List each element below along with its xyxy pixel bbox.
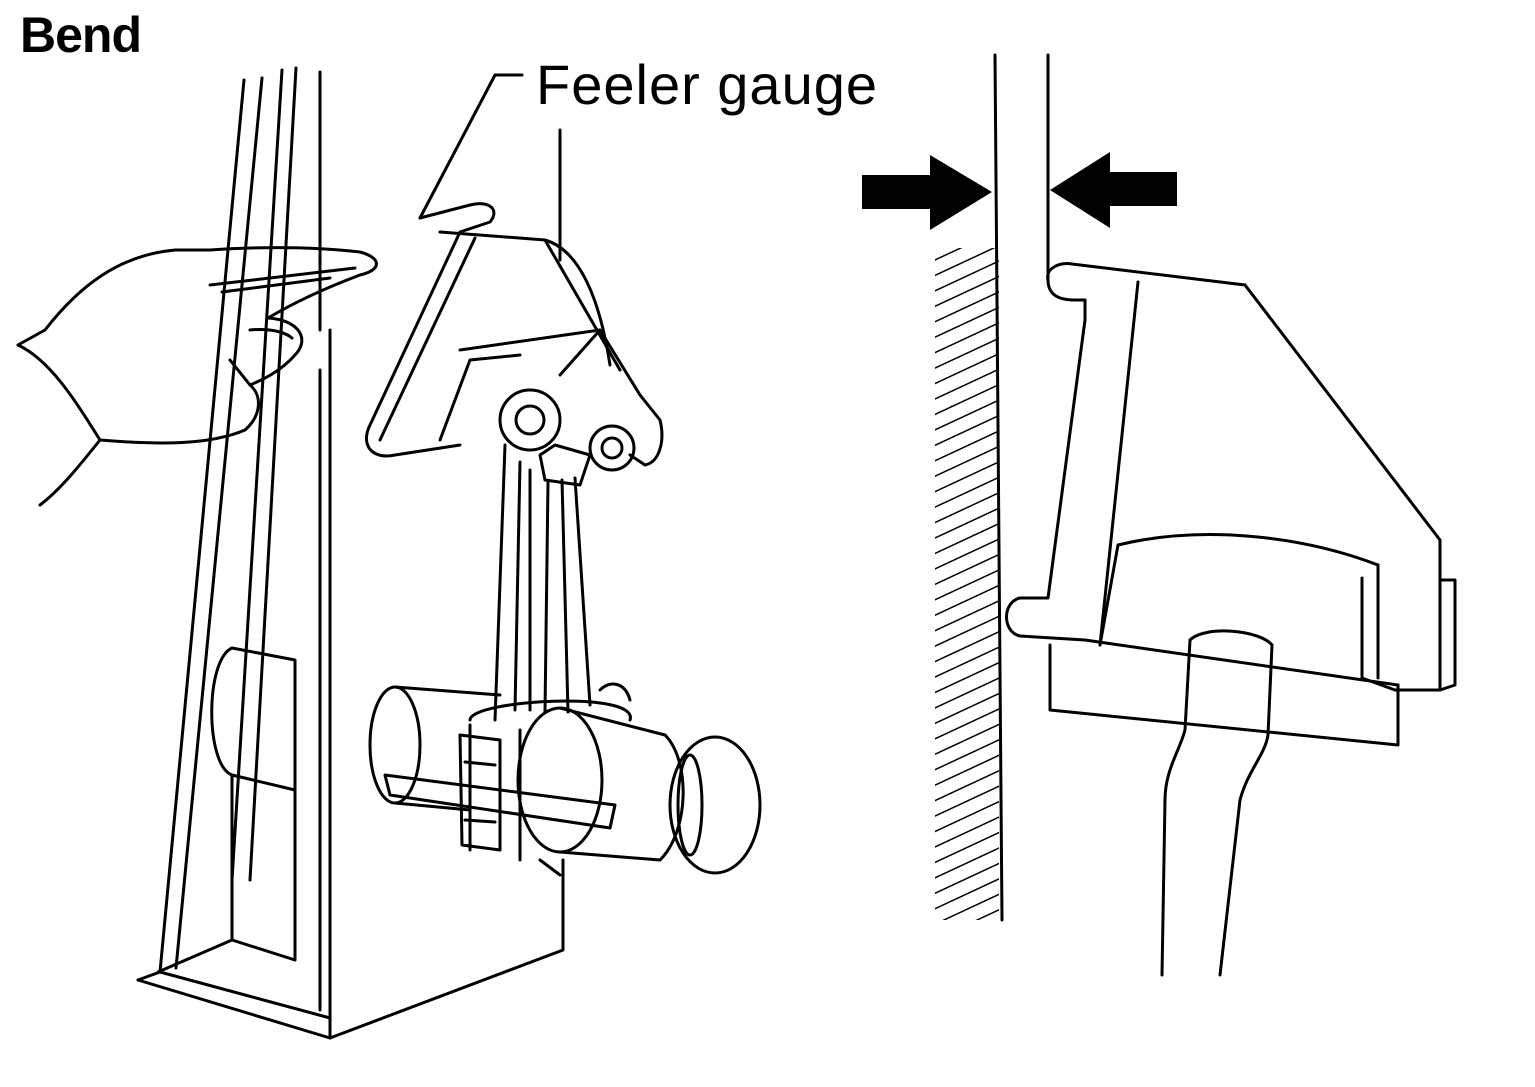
gauge-arm [364,202,664,467]
feeler-gauge-label: Feeler gauge [536,53,879,116]
gap-arrow-left-icon [862,155,992,230]
detail-gauge-pin [1005,53,1457,747]
detail-rod-end [1160,629,1274,977]
feeler-gauge-leader [418,73,524,220]
gap-arrow-right-icon [1050,152,1177,228]
figure-title: Bend [20,7,142,63]
detail-reference-plate [935,53,1004,922]
connecting-rod [468,388,636,877]
aligner-stand [136,66,565,1040]
crank-mandrel [368,685,762,875]
hand [16,246,378,507]
